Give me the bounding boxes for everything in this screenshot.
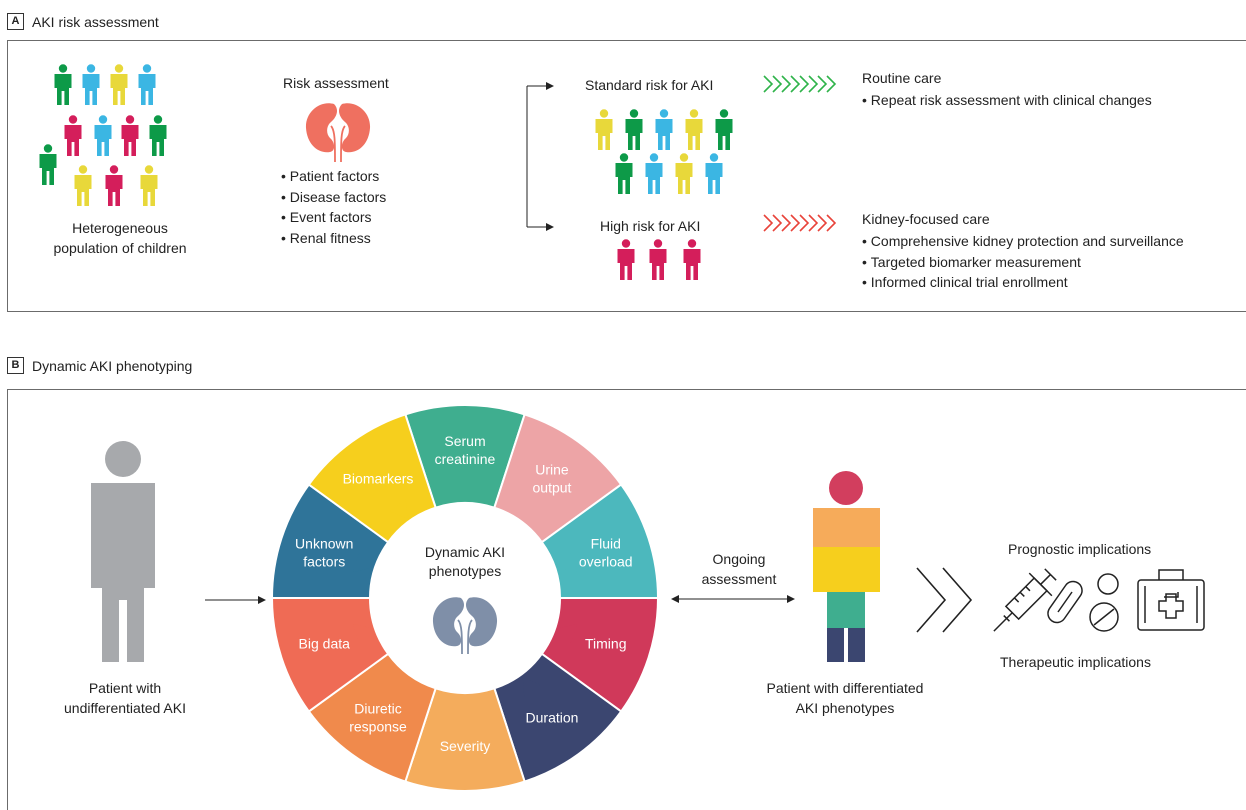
panel-b-box [7,389,1246,810]
ongoing-assessment-label: Ongoing assessment [684,549,794,589]
risk-factor-list: Patient factors Disease factors Event fa… [281,166,386,248]
syringe-icon [993,568,1057,632]
kidney-care-list: Comprehensive kidney protection and surv… [862,231,1184,293]
kidney-care-item: Targeted biomarker measurement [862,252,1184,273]
risk-factor-item: Patient factors [281,166,386,187]
panel-a-title: AKI risk assessment [32,13,159,30]
risk-factor-item: Disease factors [281,187,386,208]
wheel-segment-label: Timing [585,636,627,652]
wheel-segment-arrow [558,553,578,573]
patient-left-label: Patient with undifferentiated AKI [45,678,205,718]
patient-silhouette-icon [91,441,155,662]
panel-a-header: A AKI risk assessment [7,13,159,30]
patient-left-label-line: Patient with [88,680,162,696]
patient-right-label-line: Patient with differentiated [766,680,924,696]
patient-left-label-line: undifferentiated AKI [64,700,186,716]
panel-b-title: Dynamic AKI phenotyping [32,357,193,374]
panel-a-letter: A [7,13,24,30]
wheel-segment-label: Biomarkers [343,470,414,486]
panel-b-header: B Dynamic AKI phenotyping [7,357,192,374]
patient-right-label: Patient with differentiated AKI phenotyp… [740,678,950,718]
routine-care-item: Repeat risk assessment with clinical cha… [862,90,1152,111]
wheel-center-label-line: Dynamic AKI [424,544,506,560]
risk-factor-item: Event factors [281,207,386,228]
risk-factor-item: Renal fitness [281,228,386,249]
high-risk-label: High risk for AKI [600,218,701,234]
patient-right-label-line: AKI phenotypes [795,700,895,716]
kidney-icon [432,597,498,655]
wheel-segment-label: Severity [440,738,491,754]
wheel-segment-arrow [389,499,408,519]
wheel-center-label: Dynamic AKI phenotypes [400,543,530,581]
ongoing-assessment-line: Ongoing [712,551,766,567]
kidney-icon [305,103,371,163]
wheel-segment-arrow [558,623,578,643]
population-label-line: population of children [53,240,187,256]
population-label: Heterogeneous population of children [40,218,200,258]
routine-care-list: Repeat risk assessment with clinical cha… [862,90,1152,111]
wheel-segment-label: Duration [526,710,579,726]
therapeutic-label: Therapeutic implications [1000,654,1151,670]
wheel-segment-arrow [454,696,476,713]
wheel-segment-arrow [522,677,541,697]
wheel-segment-arrow [454,483,476,500]
wheel-segment-arrow [389,677,408,697]
kidney-care-title: Kidney-focused care [862,211,990,227]
pills-icon [1047,573,1119,632]
medical-kit-icon [1137,569,1205,631]
standard-risk-label: Standard risk for AKI [585,77,714,93]
colored-patient-icon [813,471,880,662]
wheel-segment-arrow [352,623,372,643]
kidney-care-item: Informed clinical trial enrollment [862,272,1184,293]
wheel-segment-arrow [352,553,372,573]
kidney-care-item: Comprehensive kidney protection and surv… [862,231,1184,252]
risk-branch-connector [526,82,554,231]
panel-b-letter: B [7,357,24,374]
ongoing-assessment-line: assessment [701,571,777,587]
risk-assessment-title: Risk assessment [283,75,389,91]
wheel-segment-label: Big data [299,636,351,652]
routine-care-title: Routine care [862,70,942,86]
wheel-segment-arrow [522,499,541,519]
prognostic-label: Prognostic implications [1008,541,1152,557]
double-chevron-icon [916,567,973,633]
population-label-line: Heterogeneous [72,220,168,236]
wheel-center-label-line: phenotypes [428,563,502,579]
panel-a-box [7,40,1246,312]
